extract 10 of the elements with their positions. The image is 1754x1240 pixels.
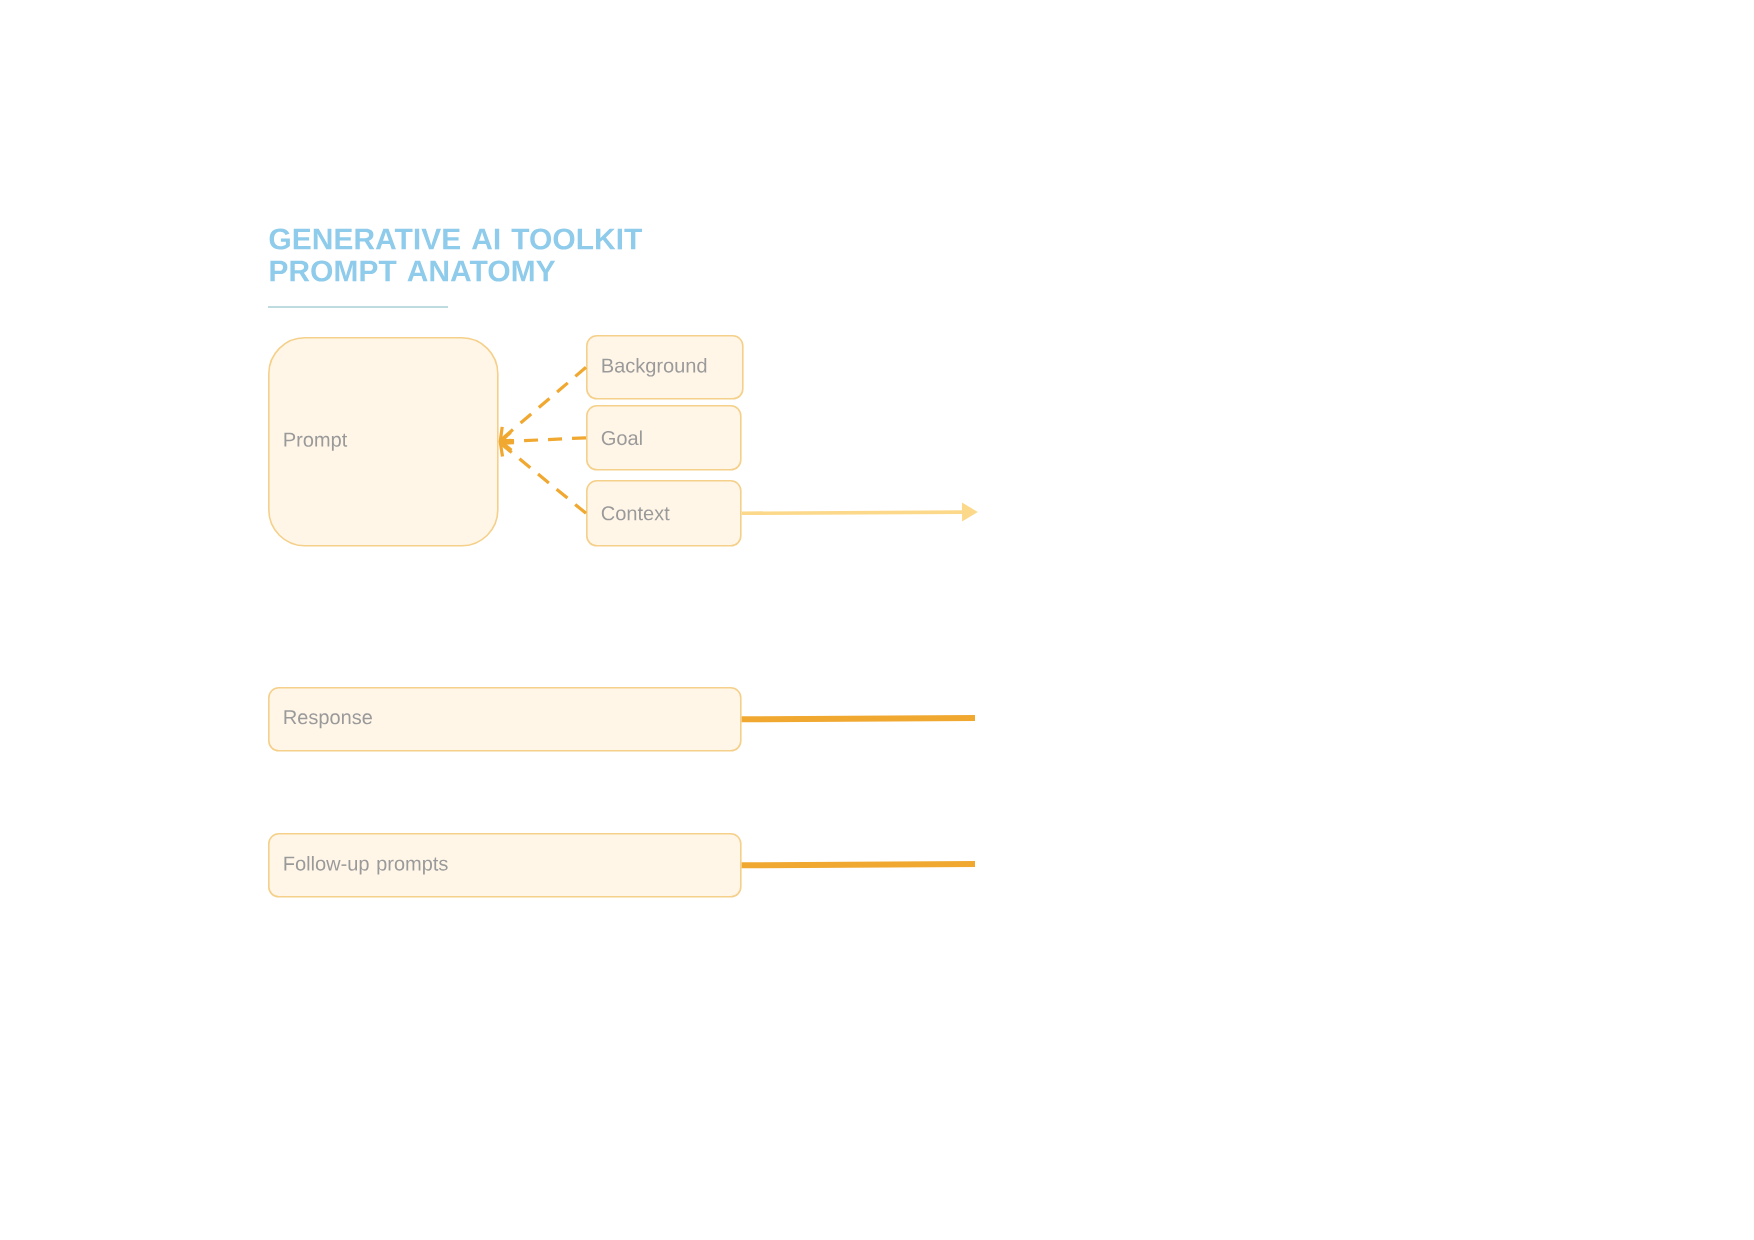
process-box: Context bbox=[586, 480, 742, 547]
process-box: Goal bbox=[586, 405, 742, 471]
arrow bbox=[498, 431, 587, 452]
process-box: Response bbox=[268, 687, 742, 752]
process-box: Prompt bbox=[268, 337, 499, 547]
process-box: Follow-up prompts bbox=[268, 833, 742, 898]
title: GENERATIVE AI TOOLKIT PROMPT ANATOMY bbox=[269, 228, 643, 282]
arrow bbox=[498, 366, 588, 443]
process-box: Background bbox=[586, 335, 744, 400]
arrow bbox=[498, 441, 588, 515]
